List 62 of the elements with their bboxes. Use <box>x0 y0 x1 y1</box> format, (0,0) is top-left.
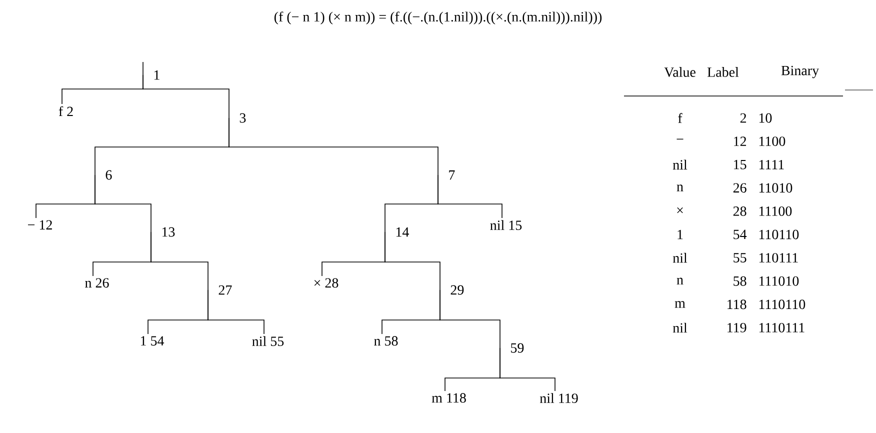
column-header: Label <box>707 67 739 77</box>
table-cell: nil <box>672 322 688 333</box>
leaf-label: nil 15 <box>490 220 522 230</box>
leaf-label: nil 55 <box>252 336 284 346</box>
node-number: 3 <box>240 113 246 123</box>
table-cell: 54 <box>734 230 747 240</box>
table-cell: 55 <box>734 253 746 262</box>
node-number: 1 <box>154 70 160 80</box>
table-cell: 15 <box>734 160 746 170</box>
table-cell: 110110 <box>759 230 799 240</box>
table-cell: 119 <box>728 323 746 332</box>
column-header: Binary <box>781 66 819 78</box>
table-cell: 111010 <box>759 276 799 286</box>
node-number: 14 <box>396 227 409 237</box>
table-cell: n <box>676 278 684 284</box>
tree-branch <box>150 232 208 290</box>
table-cell: × <box>677 207 683 214</box>
table-cell: 11100 <box>759 206 792 216</box>
table-cell: nil <box>672 160 688 170</box>
leaf-label: 1 54 <box>140 336 164 346</box>
table-cell: 12 <box>734 136 746 146</box>
table-cell: 2 <box>740 113 746 123</box>
table-cell: − <box>676 138 684 140</box>
formula-heading: (f (− n 1) (× n m)) = (f.((−.(n.(1.nil))).((×.(n.(m.nil))).nil))) <box>274 12 602 24</box>
node-number: 7 <box>449 170 455 180</box>
table-cell: 28 <box>733 206 746 216</box>
table-cell: 1110110 <box>759 300 806 310</box>
table-cell: 1 <box>678 230 683 240</box>
table-cell: 1110111 <box>759 322 804 332</box>
leaf-label: f 2 <box>58 106 73 116</box>
table-cell: 110111 <box>759 253 798 263</box>
node-number: 29 <box>450 285 464 295</box>
leaf-label: × 28 <box>314 278 338 288</box>
leaf-label: nil 119 <box>540 393 578 404</box>
table-cell: 10 <box>759 113 772 123</box>
leaf-label: − 12 <box>28 220 52 230</box>
table-cell: f <box>678 113 682 123</box>
column-header: Value <box>664 67 696 77</box>
tree-branch <box>208 290 264 334</box>
table-cell: 26 <box>733 183 746 193</box>
node-number: 59 <box>511 343 524 353</box>
tree-branch <box>228 118 438 176</box>
tree-branch <box>142 74 230 118</box>
table-cell: 11010 <box>759 183 792 193</box>
tree-branch <box>384 232 440 290</box>
leaf-label: n 58 <box>374 336 398 346</box>
table-cell: 1100 <box>759 136 786 146</box>
node-number: 27 <box>218 285 232 295</box>
table-cell: 1111 <box>759 160 784 170</box>
tree-branch <box>438 174 502 218</box>
node-number: 13 <box>162 227 175 237</box>
table-cell: 118 <box>728 300 746 310</box>
tree-branch <box>500 348 556 392</box>
table-cell: nil <box>672 252 688 263</box>
table-cell: m <box>674 301 686 308</box>
tree-branch <box>94 174 152 232</box>
table-cell: n <box>676 184 684 192</box>
tree-branch <box>440 290 500 348</box>
node-number: 6 <box>106 170 112 180</box>
table-cell: 58 <box>734 276 746 286</box>
leaf-label: n 26 <box>85 278 109 288</box>
leaf-label: m 118 <box>432 393 466 403</box>
